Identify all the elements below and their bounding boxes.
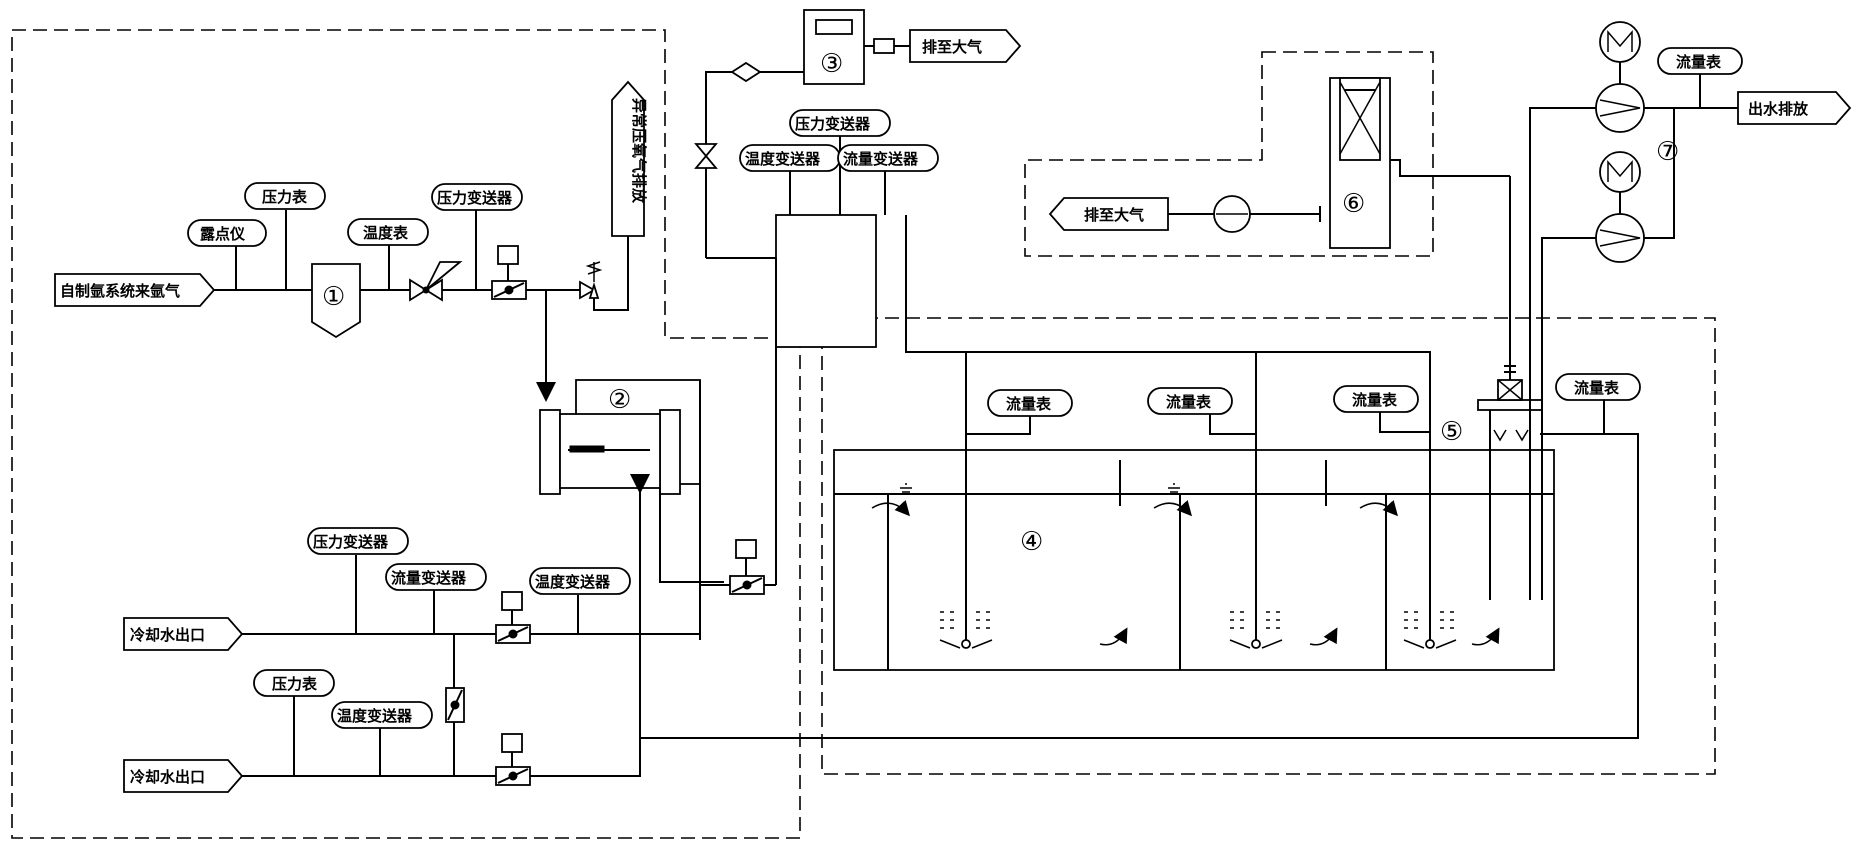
filter-unit-1: ①	[311, 263, 361, 339]
cooling-outlet-tag-1: 冷却水出口	[123, 617, 244, 651]
outlet-discharge-tag: 出水排放	[1737, 91, 1852, 125]
bypass-valve	[445, 687, 465, 723]
pressure-transmitter-tag-3: 压力变送器	[789, 109, 891, 137]
boundary-six	[1024, 51, 1434, 257]
svg-text:压力表: 压力表	[262, 188, 308, 206]
svg-text:异常压氧气排放: 异常压氧气排放	[630, 98, 648, 204]
svg-text:温度变送器: 温度变送器	[745, 150, 821, 168]
svg-text:温度变送器: 温度变送器	[337, 707, 413, 725]
cooling-outlet-tag-2: 冷却水出口	[123, 759, 244, 793]
abnormal-exhaust-tag: 异常压氧气排放	[611, 80, 648, 237]
svg-text:压力表: 压力表	[272, 675, 318, 693]
flowmeter-tag-pump: 流量表	[1657, 47, 1743, 75]
vent-tag-6: 排至大气	[1048, 197, 1169, 231]
svg-text:冷却水出口: 冷却水出口	[130, 768, 205, 786]
vent-tag-3: 排至大气	[909, 29, 1022, 63]
svg-text:①: ①	[322, 282, 345, 312]
svg-text:流量表: 流量表	[1006, 395, 1052, 413]
flowmeter-tag-b: 流量表	[1147, 387, 1233, 415]
svg-text:温度表: 温度表	[363, 224, 409, 242]
svg-text:流量变送器: 流量变送器	[391, 569, 467, 587]
svg-text:自制氩系统来氩气: 自制氩系统来氩气	[60, 282, 180, 300]
pressure-transmitter-tag-top: 压力变送器	[431, 183, 523, 211]
svg-text:温度变送器: 温度变送器	[535, 573, 611, 591]
valve-vertical-3	[694, 143, 718, 169]
svg-text:②: ②	[608, 385, 631, 415]
blower-6	[1213, 195, 1251, 233]
svg-text:露点仪: 露点仪	[200, 225, 246, 243]
svg-text:④: ④	[1020, 527, 1043, 557]
flowmeter-tag-d: 流量表	[1555, 373, 1641, 401]
dew-point-tag: 露点仪	[187, 219, 267, 247]
svg-text:排至大气: 排至大气	[1084, 206, 1144, 224]
solenoid-valve-cw2	[495, 733, 531, 786]
tank-unit-4: ④	[833, 449, 1555, 671]
svg-text:压力变送器: 压力变送器	[795, 115, 871, 133]
svg-text:流量表: 流量表	[1166, 393, 1212, 411]
svg-text:③: ③	[820, 49, 843, 79]
diffuser-c	[1403, 611, 1457, 649]
solenoid-valve-top	[491, 245, 527, 300]
svg-text:冷却水出口: 冷却水出口	[130, 626, 205, 644]
svg-text:流量表: 流量表	[1352, 391, 1398, 409]
solenoid-valve-cw1	[495, 591, 531, 644]
diffuser-b	[1229, 611, 1283, 649]
svg-text:压力变送器: 压力变送器	[313, 533, 389, 551]
flowmeter-tag-a: 流量表	[987, 389, 1073, 417]
solenoid-valve-mid	[729, 539, 765, 595]
svg-text:流量表: 流量表	[1676, 53, 1722, 71]
svg-text:⑥: ⑥	[1342, 189, 1365, 219]
svg-text:压力变送器: 压力变送器	[437, 189, 513, 207]
analyzer-unit-3: ③	[803, 9, 865, 85]
junction-box	[775, 214, 877, 348]
flowmeter-tag-c: 流量表	[1333, 385, 1419, 413]
flow-transmitter-tag-cw: 流量变送器	[385, 563, 487, 591]
diamond-element	[730, 61, 762, 83]
temp-transmitter-tag-3: 温度变送器	[739, 144, 841, 172]
diffuser-a	[939, 611, 993, 649]
pump-number: ⑦	[1656, 137, 1679, 167]
relief-valve	[579, 261, 603, 300]
svg-text:流量表: 流量表	[1574, 379, 1620, 397]
temp-transmitter-tag-cw: 温度变送器	[529, 567, 631, 595]
pump-7-upper	[1595, 21, 1645, 133]
flow-arrows	[871, 483, 1500, 646]
temp-gauge-tag: 温度表	[347, 218, 429, 246]
pressure-transmitter-tag-cw: 压力变送器	[307, 527, 409, 555]
argon-inlet-tag: 自制氩系统来氩气	[54, 273, 216, 307]
pressure-gauge-tag-top: 压力表	[244, 182, 326, 210]
pump-7-lower	[1595, 151, 1645, 263]
flow-transmitter-tag-3: 流量变送器	[837, 144, 939, 172]
pressure-gauge-tag-cw: 压力表	[253, 669, 335, 697]
unit-6: ⑥	[1329, 77, 1510, 249]
exchanger-unit-2: ②	[539, 379, 701, 495]
regulator-valve	[409, 261, 463, 302]
svg-text:排至大气: 排至大气	[922, 38, 982, 56]
small-filter-3	[873, 38, 895, 54]
svg-text:流量变送器: 流量变送器	[843, 150, 919, 168]
svg-text:⑤: ⑤	[1440, 417, 1463, 447]
temp-transmitter-tag-cw2: 温度变送器	[331, 701, 433, 729]
boundary-right	[821, 317, 1716, 775]
svg-text:出水排放: 出水排放	[1748, 100, 1809, 118]
